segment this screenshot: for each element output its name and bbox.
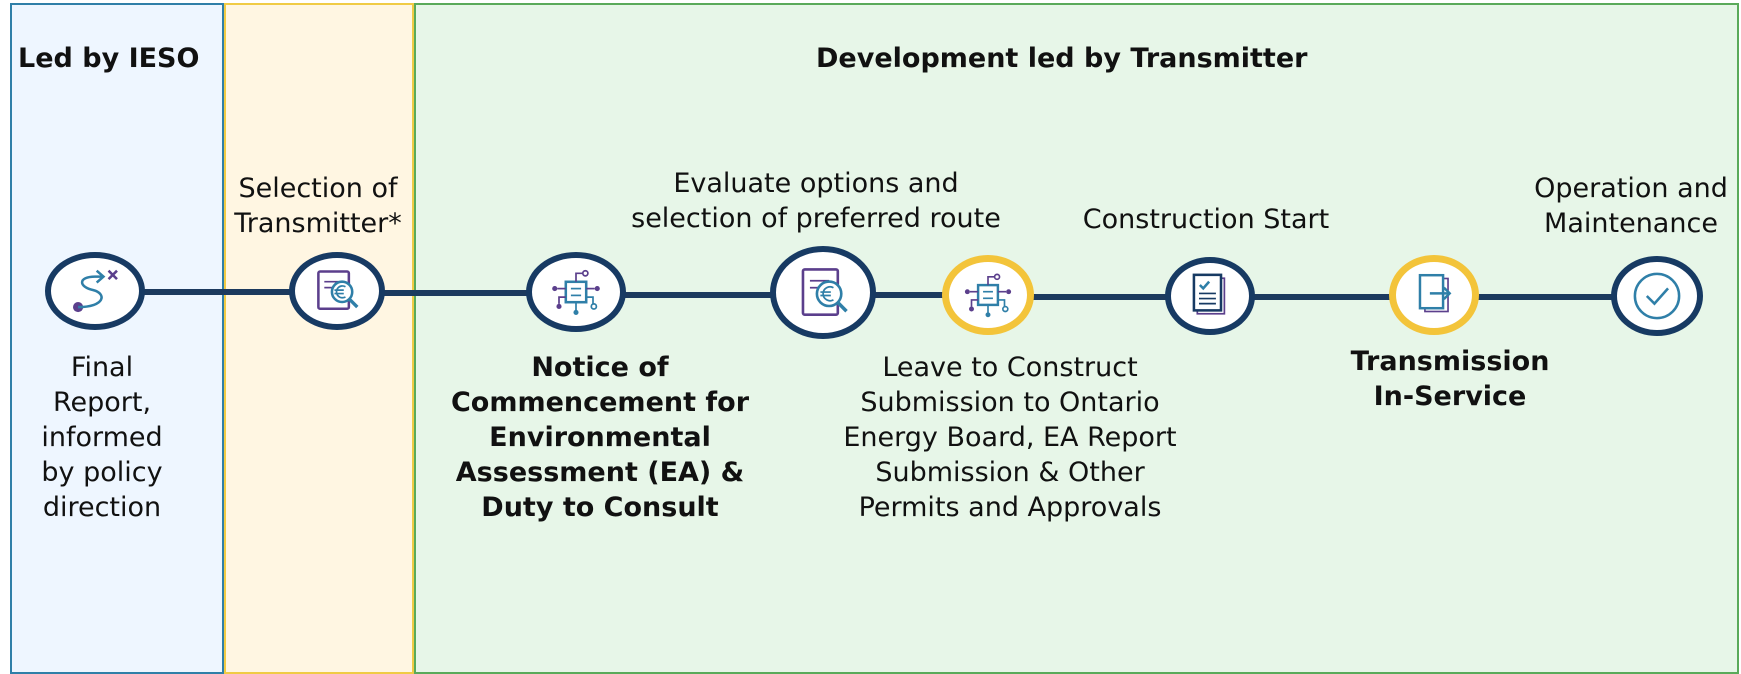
- timeline-connector: [1248, 294, 1396, 300]
- check-circle-icon: [1633, 272, 1681, 320]
- timeline-connector: [380, 290, 530, 296]
- timeline-connector: [1470, 294, 1615, 300]
- export-icon: [1418, 273, 1452, 313]
- transmission-in-service-label: Transmission In-Service: [1350, 346, 1550, 412]
- selection-panel: [224, 3, 414, 674]
- ieso-heading: Led by IESO: [18, 43, 200, 74]
- evaluate-options-node: [770, 246, 876, 339]
- ieso-panel: Led by IESO: [10, 3, 224, 674]
- operation-maintenance-node: [1611, 256, 1703, 336]
- notice-commencement-label: Notice of Commencement for Environmental…: [450, 352, 750, 523]
- final-report-label: Final Report, informed by policy directi…: [41, 352, 163, 523]
- final-report-node: [45, 252, 145, 330]
- selection-transmitter-label: Selection of Transmitter*: [234, 173, 402, 239]
- timeline-connector: [620, 292, 775, 298]
- construction-start-label: Construction Start: [1082, 204, 1330, 235]
- notice-commencement-node: [526, 252, 626, 332]
- construction-start-node: [1165, 257, 1255, 335]
- transmission-in-service-node: [1389, 255, 1479, 335]
- development-panel: Development led by Transmitter: [414, 3, 1739, 674]
- timeline-connector: [1030, 294, 1170, 300]
- selection-transmitter-node: [289, 252, 385, 330]
- development-heading: Development led by Transmitter: [816, 43, 1308, 74]
- timeline-connector: [130, 289, 292, 295]
- leave-to-construct-label: Leave to Construct Submission to Ontario…: [843, 352, 1177, 523]
- circuit-icon: [552, 269, 600, 315]
- timeline-connector: [868, 292, 948, 298]
- document-search-icon: [801, 268, 848, 317]
- checklist-icon: [1192, 273, 1226, 315]
- route-icon: [73, 269, 118, 313]
- evaluate-options-label: Evaluate options and selection of prefer…: [631, 168, 1001, 234]
- document-search-icon: [317, 270, 359, 311]
- operation-maintenance-label: Operation and Maintenance: [1534, 173, 1728, 239]
- leave-to-construct-node: [942, 255, 1034, 335]
- circuit-icon: [964, 273, 1012, 318]
